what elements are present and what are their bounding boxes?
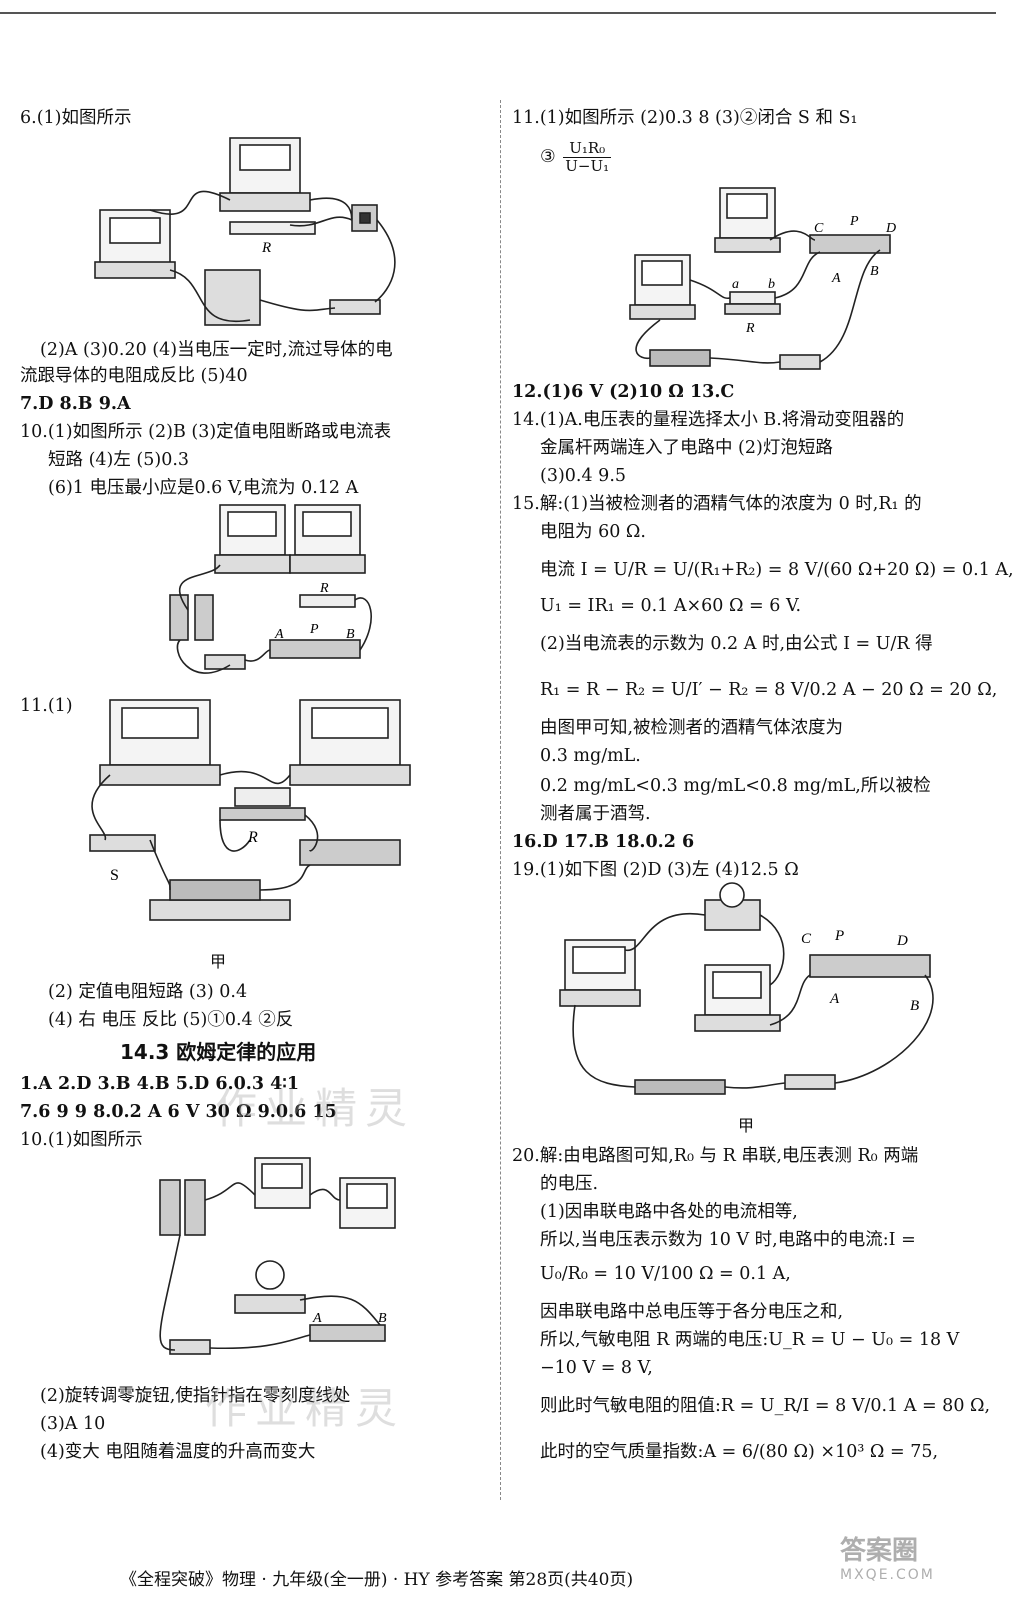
r-q20-4: 所以,当电压表示数为 10 V 时,电路中的电流:I = — [540, 1230, 916, 1250]
svg-text:a: a — [732, 277, 739, 292]
q11-line1: 11.(1) — [20, 696, 73, 716]
r-q19: 19.(1)如下图 (2)D (3)左 (4)12.5 Ω — [512, 860, 799, 880]
svg-text:B: B — [346, 627, 355, 642]
section-q10-4: (4)变大 电阻随着温度的升高而变大 — [40, 1442, 316, 1462]
svg-text:B: B — [378, 1311, 387, 1326]
svg-text:B: B — [870, 264, 879, 279]
r-q20-1: 20.解:由电路图可知,R₀ 与 R 串联,电压表测 R₀ 两端 — [512, 1146, 919, 1166]
q10-line1: 10.(1)如图所示 (2)B (3)定值电阻断路或电流表 — [20, 422, 392, 442]
svg-text:D: D — [885, 221, 896, 236]
r-q11-den: U−U₁ — [565, 157, 610, 175]
r-q20-5: U₀/R₀ = 10 V/100 Ω = 0.1 A, — [540, 1264, 791, 1284]
r-q15-2: 电阻为 60 Ω. — [540, 522, 646, 542]
logo-url: MXQE.COM — [840, 1567, 935, 1583]
circuit-figure-q11: R S — [89, 699, 411, 921]
r-q20-3: (1)因串联电路中各处的电流相等, — [540, 1202, 798, 1222]
svg-text:P: P — [309, 622, 319, 637]
section-line1: 1.A 2.D 3.B 4.B 5.D 6.0.3 4∶1 — [20, 1074, 300, 1094]
r-q20-2: 的电压. — [540, 1174, 599, 1194]
logo-text: 答案圈 — [840, 1536, 919, 1566]
svg-text:C: C — [801, 931, 812, 947]
section-q10-3: (3)A 10 — [40, 1414, 106, 1434]
q6-line1: 6.(1)如图所示 — [20, 108, 132, 128]
q7-9: 7.D 8.B 9.A — [20, 394, 131, 414]
r-q15-5: (2)当电流表的示数为 0.2 A 时,由公式 I = U/R 得 — [540, 634, 933, 654]
watermark-2: 作业精灵 — [205, 1384, 406, 1433]
r-q12-13: 12.(1)6 V (2)10 Ω 13.C — [512, 382, 735, 402]
section-q10-2: (2)旋转调零旋钮,使指针指在零刻度线处 — [40, 1386, 351, 1406]
section-line2: 7.6 9 9 8.0.2 A 6 V 30 Ω 9.0.6 15 — [20, 1102, 337, 1122]
svg-text:A: A — [829, 991, 840, 1007]
r-q11-num: U₁R₀ — [563, 140, 612, 158]
svg-text:D: D — [896, 933, 908, 949]
r-q20-9: 则此时气敏电阻的阻值:R = U_R/I = 8 V/0.1 A = 80 Ω, — [540, 1396, 991, 1416]
svg-text:R: R — [319, 581, 329, 596]
q11-line2: (2) 定值电阻短路 (3) 0.4 — [48, 982, 248, 1002]
r-q15-10: 测者属于酒驾. — [540, 804, 651, 824]
top-rule — [0, 12, 996, 14]
site-logo: 答案圈 MXQE.COM — [840, 1530, 980, 1590]
svg-text:A: A — [274, 627, 284, 642]
r-q15-1: 15.解:(1)当被检测者的酒精气体的浓度为 0 时,R₁ 的 — [512, 494, 922, 514]
circuit-figure-q10: A P B R — [169, 504, 372, 674]
q6-line3: 流跟导体的电阻成反比 (5)40 — [20, 366, 248, 386]
r-q14-2: 金属杆两端连入了电路中 (2)灯泡短路 — [540, 438, 833, 458]
fig-label-R: R — [261, 240, 271, 256]
svg-text:C: C — [814, 221, 824, 236]
r-q20-7: 所以,气敏电阻 R 两端的电压:U_R = U − U₀ = 18 V — [540, 1330, 960, 1350]
r-q15-9: 0.2 mg/mL<0.3 mg/mL<0.8 mg/mL,所以被检 — [540, 776, 931, 796]
section-q10: 10.(1)如图所示 — [20, 1130, 143, 1150]
r-q16-18: 16.D 17.B 18.0.2 6 — [512, 832, 695, 852]
r-q15-8: 0.3 mg/mL. — [540, 746, 641, 766]
circuit-figure-q6: R — [94, 137, 396, 326]
page-footer: 《全程突破》物理 · 九年级(全一册) · HY 参考答案 第28页(共40页) — [120, 1570, 634, 1590]
svg-text:A: A — [312, 1311, 322, 1326]
fig-label-R: R — [247, 829, 258, 846]
r-q20-6: 因串联电路中总电压等于各分电压之和, — [540, 1302, 844, 1322]
q11-line3: (4) 右 电压 反比 (5)①0.4 ②反 — [48, 1010, 294, 1030]
r-q15-4: U₁ = IR₁ = 0.1 A×60 Ω = 6 V. — [540, 596, 802, 616]
r-q20-10: 此时的空气质量指数:A = 6/(80 Ω) ×10³ Ω = 75, — [540, 1442, 939, 1462]
fig-label-S: S — [110, 867, 119, 884]
svg-text:b: b — [768, 277, 775, 292]
r-q15-3: 电流 I = U/R = U/(R₁+R₂) = 8 V/(60 Ω+20 Ω)… — [540, 560, 1014, 580]
r-q15-6: R₁ = R − R₂ = U/I′ − R₂ = 8 V/0.2 A − 20… — [540, 680, 998, 700]
q10-line3: (6)1 电压最小应是0.6 V,电流为 0.12 A — [48, 478, 359, 498]
r-q14-3: (3)0.4 9.5 — [540, 466, 627, 486]
r-q11-prefix: ③ — [540, 147, 556, 167]
q10-line2: 短路 (4)左 (5)0.3 — [48, 450, 190, 470]
q6-line2: (2)A (3)0.20 (4)当电压一定时,流过导体的电 — [40, 340, 393, 360]
svg-text:R: R — [745, 321, 755, 336]
svg-text:B: B — [910, 998, 919, 1014]
q11-caption: 甲 — [210, 952, 227, 971]
watermark-1: 作业精灵 — [215, 1084, 416, 1133]
svg-text:P: P — [849, 214, 859, 229]
r-q15-7: 由图甲可知,被检测者的酒精气体浓度为 — [540, 718, 844, 738]
r-q20-8: −10 V = 8 V, — [540, 1358, 653, 1378]
column-divider — [500, 100, 501, 1500]
r-q19-caption: 甲 — [738, 1116, 755, 1135]
circuit-figure-r19: C P D A B — [559, 882, 934, 1095]
svg-text:A: A — [831, 271, 841, 286]
r-q14-1: 14.(1)A.电压表的量程选择太小 B.将滑动变阻器的 — [512, 410, 905, 430]
circuit-figure-r11: C P D B Aa b R — [629, 187, 896, 370]
svg-text:P: P — [834, 928, 844, 944]
r-q11-line1: 11.(1)如图所示 (2)0.3 8 (3)②闭合 S 和 S₁ — [512, 108, 858, 128]
section-heading: 14.3 欧姆定律的应用 — [120, 1040, 317, 1064]
